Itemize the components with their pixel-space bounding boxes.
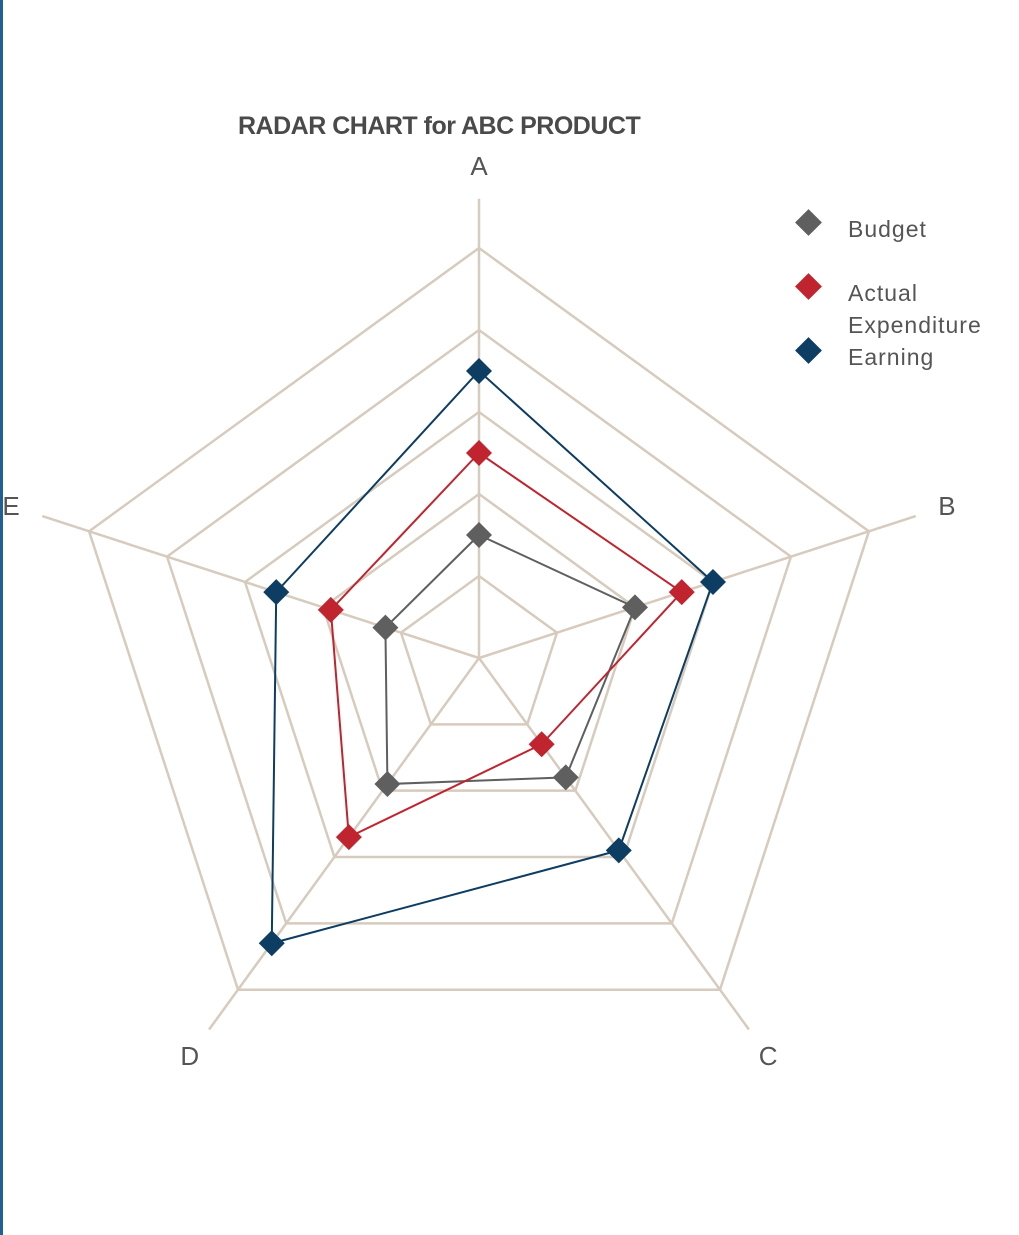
legend-item-earning[interactable]: Earning bbox=[795, 333, 1005, 397]
series-budget bbox=[372, 522, 648, 798]
point-budget-a[interactable] bbox=[466, 522, 492, 548]
series-line-actual-expenditure bbox=[329, 451, 684, 839]
series-line-budget bbox=[384, 533, 637, 786]
point-actual-expenditure-a[interactable] bbox=[466, 440, 492, 466]
axis-label-e: E bbox=[2, 491, 19, 521]
grid-ring-2 bbox=[321, 492, 637, 792]
point-actual-expenditure-c[interactable] bbox=[528, 731, 555, 758]
legend-label-actual-expenditure: Actual Expenditure bbox=[848, 280, 982, 338]
point-earning-a[interactable] bbox=[466, 358, 492, 384]
left-edge-border bbox=[0, 0, 3, 1235]
chart-title: RADAR CHART for ABC PRODUCT bbox=[238, 112, 641, 140]
radar-series bbox=[258, 358, 726, 957]
point-budget-b[interactable] bbox=[621, 594, 648, 621]
budget-diamond-icon bbox=[795, 209, 822, 236]
point-actual-expenditure-b[interactable] bbox=[668, 579, 695, 606]
legend-item-budget[interactable]: Budget bbox=[795, 205, 1005, 269]
point-earning-e[interactable] bbox=[263, 579, 290, 606]
point-budget-d[interactable] bbox=[374, 771, 401, 798]
series-earning bbox=[258, 358, 726, 957]
earning-diamond-icon bbox=[795, 337, 822, 364]
grid-ring-5 bbox=[87, 246, 871, 991]
grid-ring-4 bbox=[165, 328, 793, 925]
point-earning-d[interactable] bbox=[258, 930, 285, 957]
point-budget-e[interactable] bbox=[372, 614, 399, 641]
legend: Budget Actual Expenditure Earning bbox=[795, 205, 1005, 397]
legend-label-budget: Budget bbox=[848, 216, 927, 242]
axis-label-c: C bbox=[759, 1041, 778, 1071]
series-line-earning bbox=[270, 369, 715, 945]
point-actual-expenditure-d[interactable] bbox=[335, 824, 362, 851]
radar-axes bbox=[41, 198, 917, 1031]
axis-label-d: D bbox=[180, 1041, 199, 1071]
point-earning-c[interactable] bbox=[605, 837, 632, 864]
axis-label-a: A bbox=[470, 151, 488, 181]
legend-label-earning: Earning bbox=[848, 344, 935, 370]
grid-ring-1 bbox=[399, 574, 559, 726]
axis-labels: A B C D E bbox=[2, 151, 955, 1071]
axis-line-b bbox=[478, 514, 917, 660]
legend-item-actual-expenditure[interactable]: Actual Expenditure bbox=[795, 269, 1005, 338]
point-budget-c[interactable] bbox=[552, 764, 579, 791]
point-earning-b[interactable] bbox=[699, 568, 726, 595]
series-actual-expenditure bbox=[317, 440, 695, 851]
radar-grid bbox=[87, 246, 871, 991]
point-actual-expenditure-e[interactable] bbox=[317, 596, 344, 623]
actual-expenditure-diamond-icon bbox=[795, 273, 822, 300]
axis-line-e bbox=[41, 514, 480, 660]
grid-ring-3 bbox=[243, 410, 715, 859]
axis-label-b: B bbox=[938, 491, 955, 521]
